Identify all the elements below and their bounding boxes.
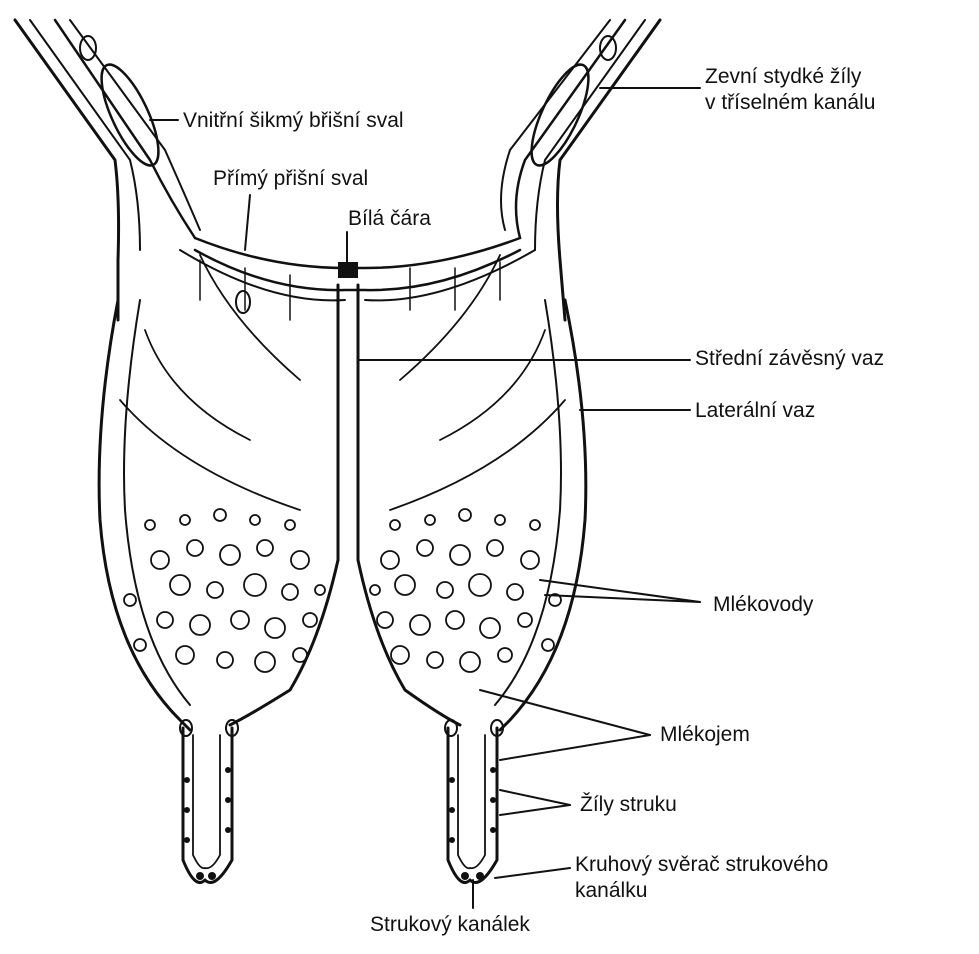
label-rectus-muscle: Přímý přišní sval (213, 166, 368, 192)
left-udder-half (99, 255, 338, 883)
label-teat-canal: Strukový kanálek (370, 912, 530, 938)
label-linea-alba: Bílá čára (348, 206, 431, 232)
label-teat-sphincter: Kruhový svěrač strukového (575, 852, 828, 878)
right-udder-half (358, 255, 586, 883)
right-body-wall (501, 20, 660, 320)
label-milk-ducts: Mlékovody (713, 592, 813, 618)
label-external-veins: Zevní stydké žíly (705, 64, 861, 90)
median-ligament (338, 262, 358, 560)
label-internal-oblique-muscle: Vnitřní šikmý břišní sval (183, 108, 404, 134)
label-median-suspensory-ligament: Střední závěsný vaz (695, 346, 884, 372)
label-gland-cistern: Mlékojem (660, 722, 750, 748)
label-external-veins-line2: v tříselném kanálu (705, 90, 875, 116)
label-teat-veins: Žíly struku (580, 792, 677, 818)
label-lateral-ligament: Laterální vaz (695, 398, 815, 424)
left-body-wall (15, 20, 200, 320)
label-teat-sphincter-line2: kanálku (575, 878, 647, 904)
